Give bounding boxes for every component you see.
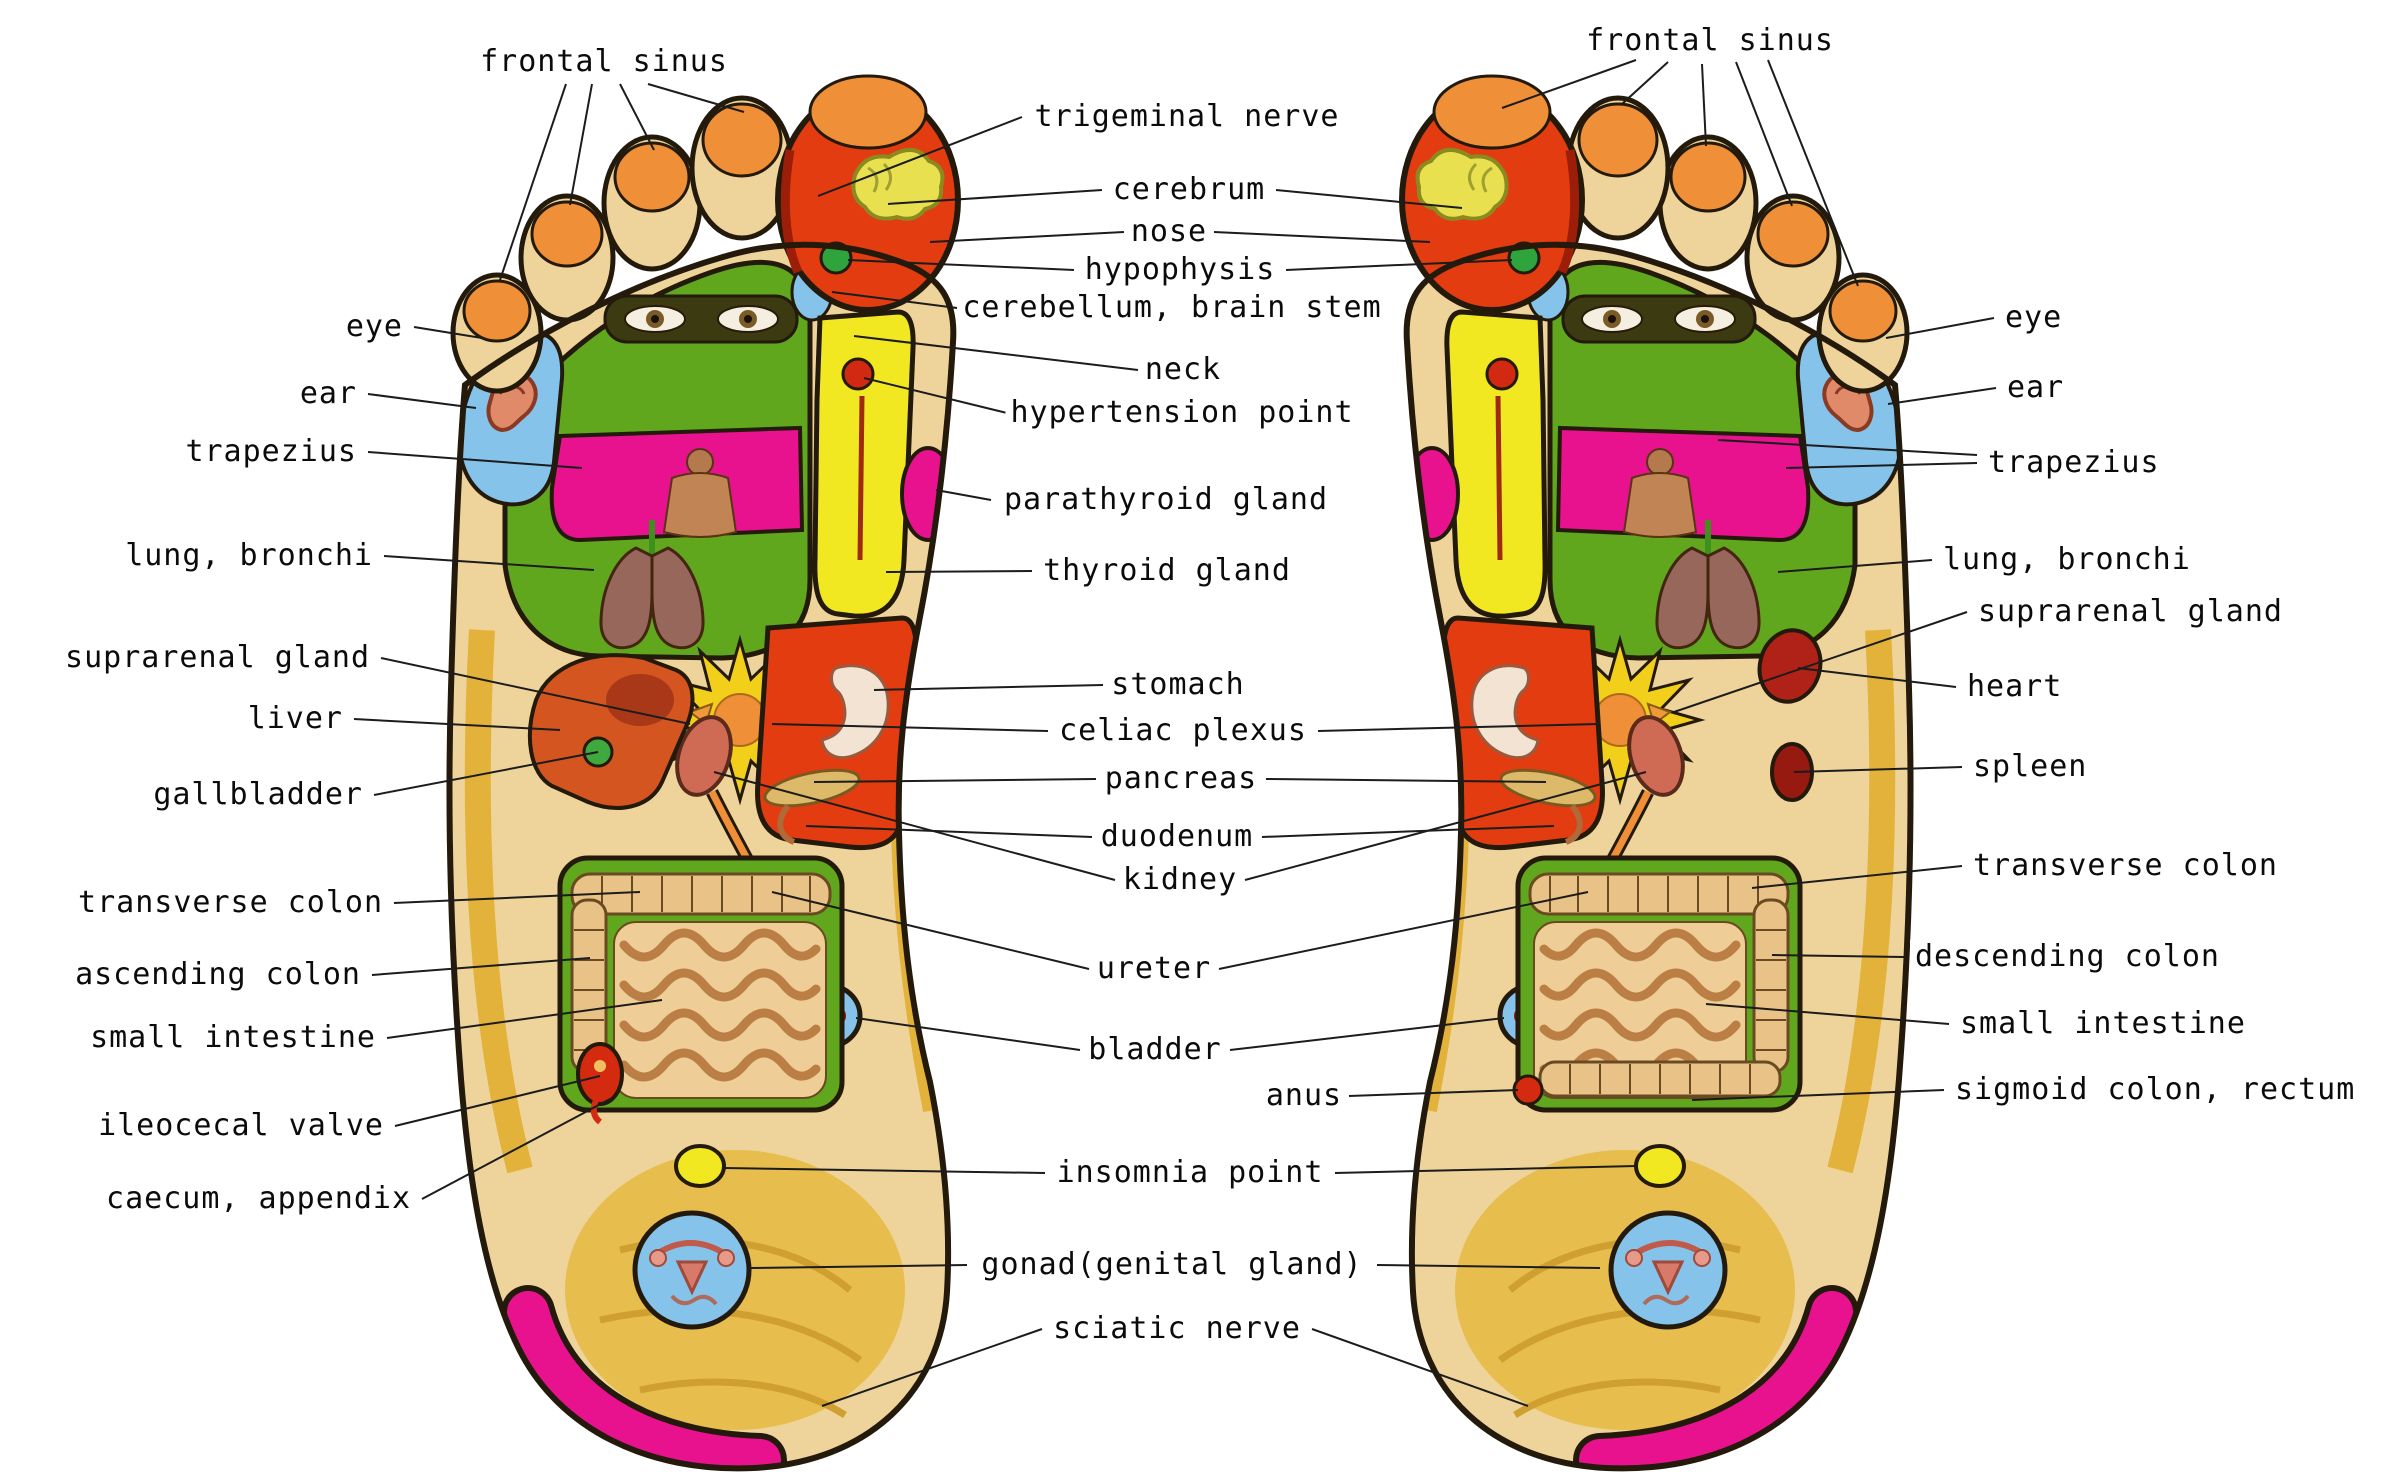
- label-right-small-intestine: small intestine: [1955, 1006, 2251, 1042]
- label-thyroid-gland: thyroid gland: [1038, 553, 1296, 589]
- appendix-illustration: [590, 1098, 603, 1125]
- label-sigmoid-colon-rectum: sigmoid colon, rectum: [1950, 1072, 2361, 1108]
- label-duodenum: duodenum: [1095, 819, 1259, 855]
- label-ileocecal-valve: ileocecal valve: [93, 1108, 389, 1144]
- label-left-eye: eye: [340, 309, 408, 345]
- label-cerebrum: cerebrum: [1107, 172, 1271, 208]
- label-cerebellum-brain-stem: cerebellum, brain stem: [957, 290, 1387, 326]
- label-nose: nose: [1125, 214, 1213, 250]
- label-right-suprarenal-gland: suprarenal gland: [1973, 594, 2288, 630]
- label-heart: heart: [1962, 669, 2068, 705]
- label-bladder: bladder: [1083, 1032, 1227, 1068]
- label-gonad-genital-gland: gonad(genital gland): [976, 1247, 1368, 1283]
- label-left-frontal-sinus: frontal sinus: [475, 44, 733, 80]
- label-right-trapezius: trapezius: [1983, 445, 2165, 481]
- label-caecum-appendix: caecum, appendix: [101, 1181, 416, 1217]
- label-right-ear: ear: [2002, 370, 2070, 406]
- label-right-transverse-colon: transverse colon: [1968, 848, 2283, 884]
- label-ureter: ureter: [1091, 951, 1217, 987]
- label-left-lung-bronchi: lung, bronchi: [120, 538, 378, 574]
- label-neck: neck: [1139, 352, 1227, 388]
- label-left-suprarenal-gland: suprarenal gland: [60, 640, 375, 676]
- ileocecal-valve-zone: [576, 1042, 624, 1106]
- label-right-lung-bronchi: lung, bronchi: [1938, 542, 2196, 578]
- label-hypophysis: hypophysis: [1079, 252, 1281, 288]
- label-stomach: stomach: [1106, 667, 1250, 703]
- label-left-transverse-colon: transverse colon: [73, 885, 388, 921]
- heart-zone: [1757, 628, 1823, 704]
- label-ascending-colon: ascending colon: [70, 957, 366, 993]
- label-left-small-intestine: small intestine: [85, 1020, 381, 1056]
- label-spleen: spleen: [1968, 749, 2093, 785]
- label-kidney: kidney: [1117, 862, 1243, 898]
- label-insomnia-point: insomnia point: [1051, 1155, 1329, 1191]
- label-celiac-plexus: celiac plexus: [1054, 713, 1312, 749]
- label-sciatic-nerve: sciatic nerve: [1048, 1311, 1306, 1347]
- anus-dot: [1512, 1074, 1544, 1106]
- label-trigeminal-nerve: trigeminal nerve: [1029, 99, 1345, 135]
- right-foot-illustration: [1402, 76, 1911, 1468]
- label-hypertension-point: hypertension point: [1005, 395, 1359, 431]
- label-parathyroid-gland: parathyroid gland: [998, 482, 1334, 518]
- left-foot-illustration: [449, 76, 958, 1468]
- label-anus: anus: [1260, 1078, 1348, 1114]
- label-left-trapezius: trapezius: [180, 434, 362, 470]
- label-pancreas: pancreas: [1099, 761, 1263, 797]
- label-descending-colon: descending colon: [1910, 939, 2225, 975]
- label-right-frontal-sinus: frontal sinus: [1581, 23, 1839, 59]
- leader-lines: [353, 59, 1997, 1407]
- label-liver: liver: [242, 701, 348, 737]
- label-left-ear: ear: [294, 376, 362, 412]
- label-right-eye: eye: [2000, 300, 2068, 336]
- label-gallbladder: gallbladder: [148, 777, 368, 813]
